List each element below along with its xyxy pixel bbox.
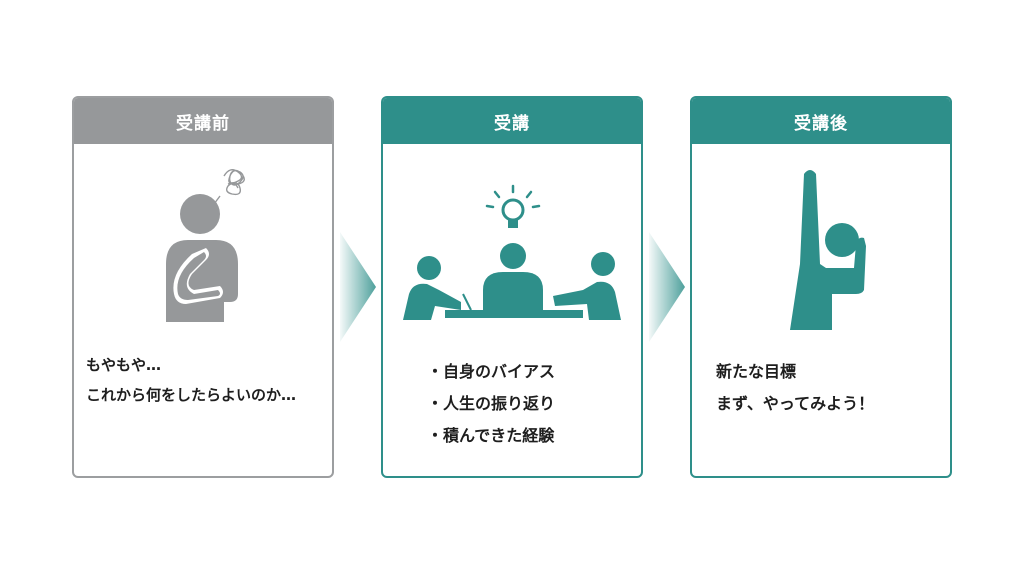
during-text: ・自身のバイアス ・人生の振り返り ・積んできた経験 [427, 356, 555, 452]
card-after: 受講後 新たな目標 まず、やってみよう！ [690, 96, 952, 478]
center-person-body [483, 272, 543, 312]
right-person-head [591, 252, 615, 276]
chevron-right-icon [649, 232, 685, 342]
person-body-raised-arm [790, 170, 866, 330]
before-line-2: これから何をしたらよいのか… [86, 386, 297, 404]
person-head [180, 194, 220, 234]
confused-person-illustration [166, 169, 245, 322]
person-arm [177, 252, 220, 300]
chevron-right-icon [340, 232, 376, 342]
after-line-2: まず、やってみよう！ [716, 394, 875, 413]
person-head [825, 223, 859, 257]
raised-hand-person-illustration [790, 170, 866, 330]
card-during-header: 受講 [383, 98, 641, 144]
before-line-1: もやもや… [86, 356, 162, 374]
scribble-thought-icon [213, 169, 245, 205]
card-before-header: 受講前 [74, 98, 332, 144]
during-item: ・人生の振り返り [427, 394, 556, 413]
during-item: ・自身のバイアス [427, 362, 556, 381]
right-person-body [553, 281, 621, 320]
card-before: 受講前 もやもや… これから何をしたらよいのか… [72, 96, 334, 478]
left-person-head [417, 256, 441, 280]
table [445, 310, 583, 318]
lightbulb-icon [485, 184, 541, 228]
pen-icon [462, 293, 472, 311]
during-item: ・積んできた経験 [427, 426, 555, 445]
center-person-head [500, 243, 526, 269]
card-during: 受講 ・自身のバイアス ・人生の振り返り ・積んできた経験 [381, 96, 643, 478]
before-text: もやもや… これから何をしたらよいのか… [86, 350, 296, 410]
meeting-illustration [403, 184, 621, 320]
after-line-1: 新たな目標 [716, 362, 797, 381]
after-text: 新たな目標 まず、やってみよう！ [716, 356, 874, 420]
left-person-body [403, 283, 461, 320]
card-after-header: 受講後 [692, 98, 950, 144]
